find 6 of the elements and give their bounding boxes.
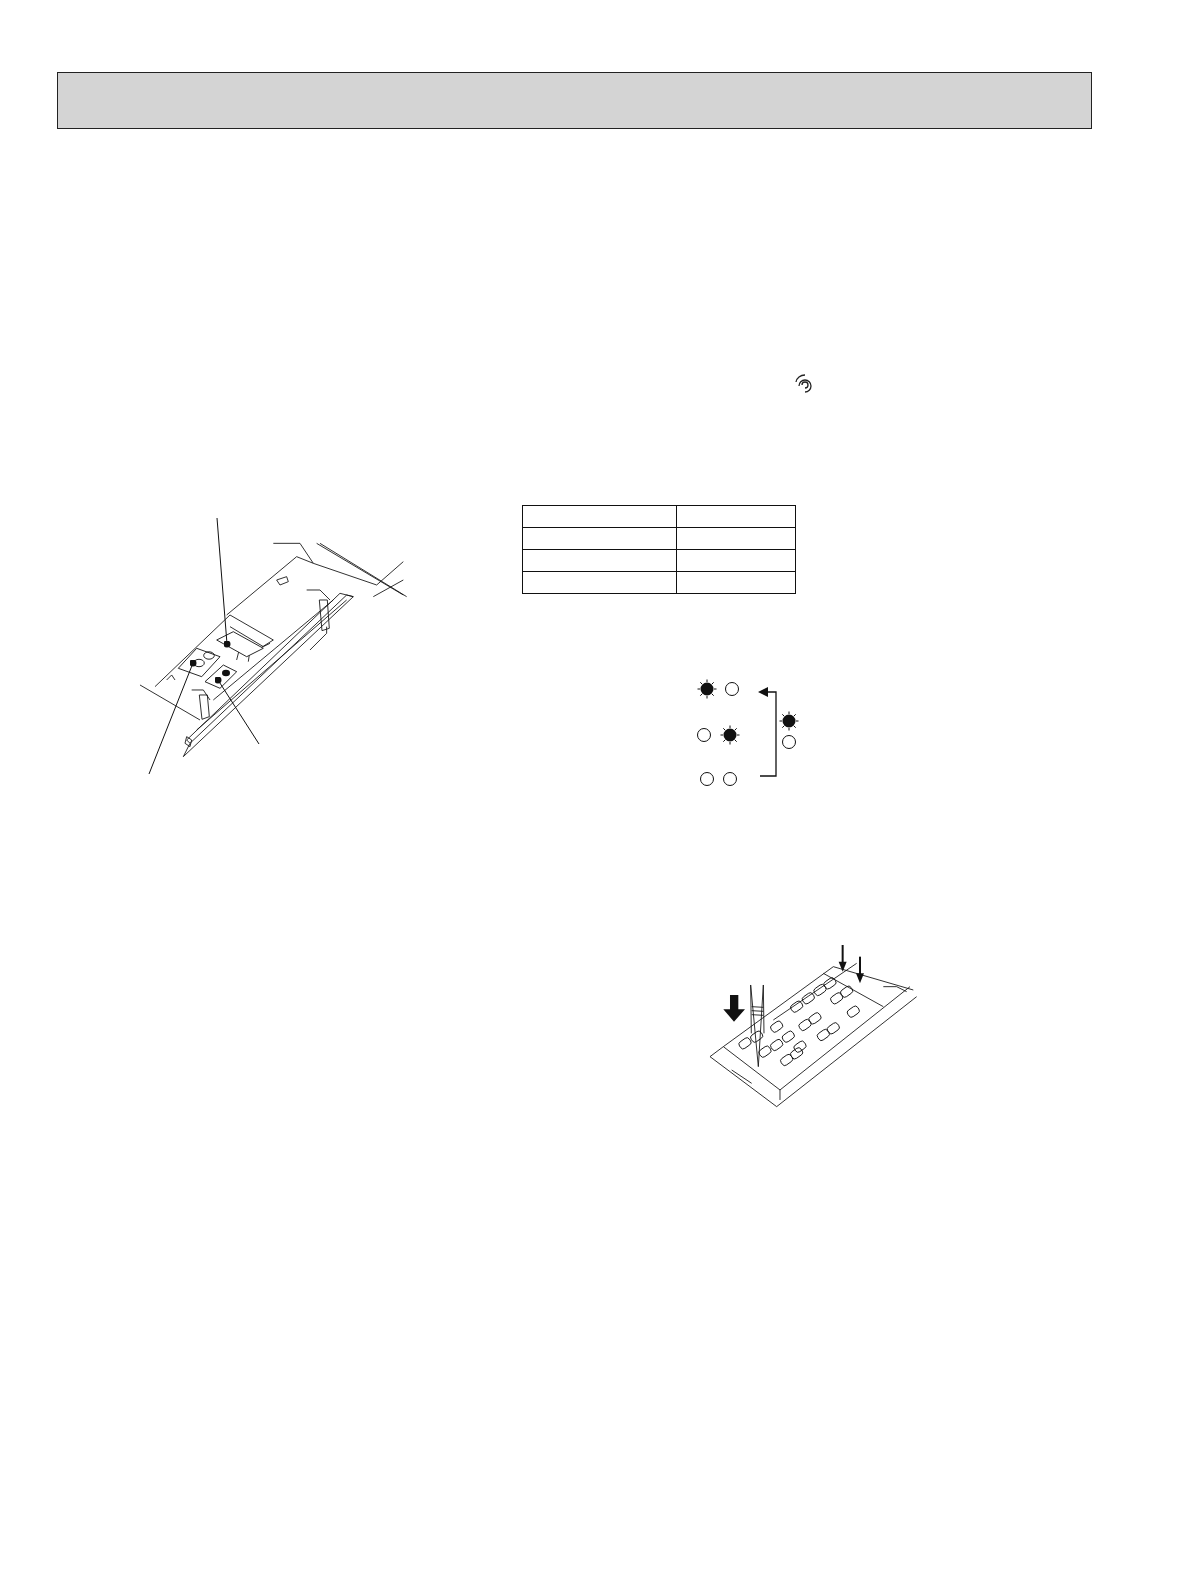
- leader-line: [214, 676, 260, 745]
- control-panel: [204, 664, 238, 690]
- control-panel: [215, 630, 265, 659]
- leader-line: [216, 517, 231, 648]
- control-panel: [177, 647, 222, 678]
- leader-line: [148, 659, 197, 775]
